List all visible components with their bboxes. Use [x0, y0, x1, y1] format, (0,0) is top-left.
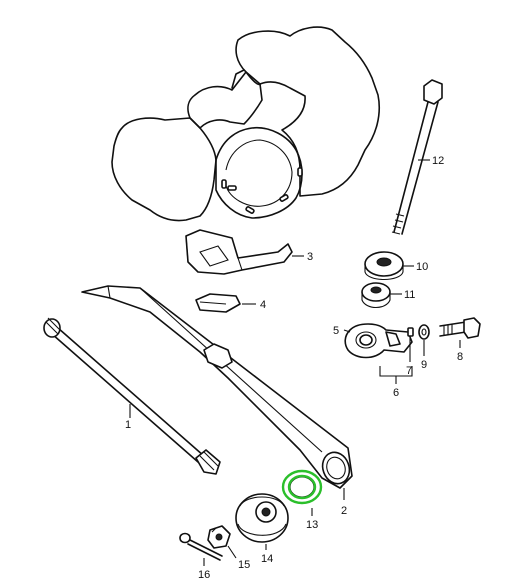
- callout-5[interactable]: 5: [333, 325, 339, 337]
- transmission-housing: [111, 26, 381, 222]
- callout-11[interactable]: 11: [404, 289, 415, 301]
- callout-1[interactable]: 1: [125, 419, 131, 431]
- callout-8[interactable]: 8: [457, 351, 463, 363]
- part-16-cotter-pin: [179, 532, 223, 566]
- part-10-bushing: [364, 251, 414, 281]
- part-4-pad: [195, 293, 256, 313]
- part-6-mount-assembly: [343, 323, 413, 384]
- part-14-rubber-mount: [235, 493, 289, 550]
- part-15-castle-nut: [207, 525, 237, 559]
- callout-7[interactable]: 7: [406, 365, 412, 377]
- callout-16[interactable]: 16: [198, 569, 210, 581]
- callout-15[interactable]: 15: [238, 559, 250, 571]
- part-3-bracket: [185, 229, 304, 275]
- part-1-torsion-bar: [43, 317, 221, 475]
- callout-3[interactable]: 3: [307, 251, 313, 263]
- part-12-long-bolt: [391, 79, 443, 235]
- callout-4[interactable]: 4: [260, 299, 266, 311]
- callout-9[interactable]: 9: [421, 359, 427, 371]
- callout-13[interactable]: 13: [306, 519, 318, 531]
- part-13-bushing: [281, 469, 323, 516]
- callout-6[interactable]: 6: [393, 387, 399, 399]
- part-11-bushing: [361, 282, 402, 309]
- callout-2[interactable]: 2: [341, 505, 347, 517]
- callout-14[interactable]: 14: [261, 553, 273, 565]
- part-9-washer: [418, 324, 430, 356]
- callout-10[interactable]: 10: [416, 261, 428, 273]
- callout-12[interactable]: 12: [432, 155, 444, 167]
- part-8-bolt: [439, 317, 481, 348]
- part-2-crossmember: [81, 285, 353, 500]
- part-7-pin: [407, 327, 414, 362]
